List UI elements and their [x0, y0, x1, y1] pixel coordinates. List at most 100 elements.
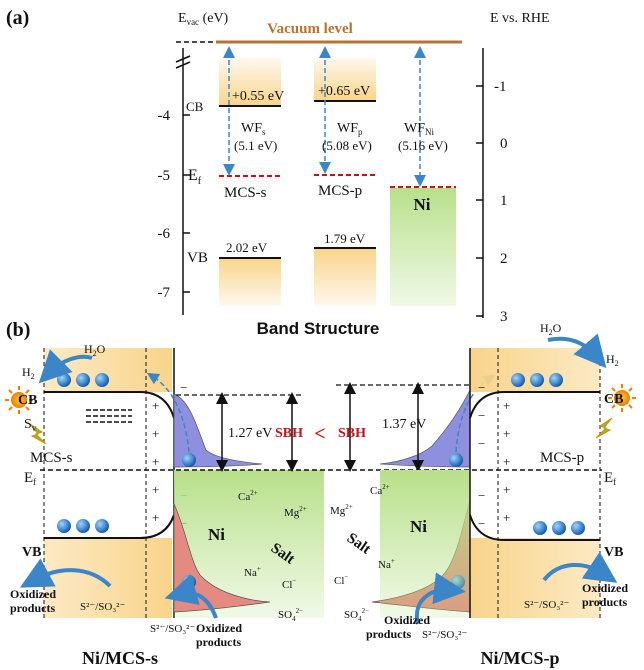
svg-text:+: + [152, 510, 159, 525]
left-composite-title: Ni/MCS-s [82, 648, 158, 668]
left-axis-ticks [183, 114, 190, 293]
salt-label-right: Salt [344, 530, 374, 557]
sv-label: Sv [24, 417, 37, 433]
right-interface-oxidation-arrow [414, 572, 466, 625]
electron [95, 373, 109, 387]
ion-labels: Ca2+ Mg2+ Na+ Cl− SO42− Ca2+ Mg2+ Na+ Cl… [238, 483, 395, 623]
vacuum-level-label: Vacuum level [267, 21, 353, 37]
sbh-less-than: < [314, 423, 325, 445]
svg-text:−: − [478, 380, 485, 395]
right-sacrificial-label: S²⁻/SO₃²⁻ [524, 599, 569, 611]
left-vb-label: VB [22, 545, 41, 560]
left-oxidized-label: Oxidized [10, 587, 56, 601]
ion-cl: Cl− [282, 577, 296, 591]
ion-ca: Ca2+ [370, 483, 390, 497]
mcs-s-offset: +0.55 eV [232, 89, 284, 104]
left-tick-label: -7 [158, 285, 171, 301]
right-water-reduction-arrow [547, 333, 607, 369]
right-interface-sacrificial-label: S²⁻/SO₃²⁻ [422, 629, 467, 641]
left-ef-label: Ef [24, 470, 36, 487]
ni-metal-band [390, 188, 456, 306]
ef-label: Ef [188, 167, 202, 187]
svg-text:+: + [503, 454, 510, 469]
left-axis-title: Evac (eV) [178, 11, 229, 27]
electron [57, 373, 71, 387]
left-h2-label: H2 [22, 365, 35, 381]
left-water-reduction-arrow [38, 349, 93, 384]
left-dos-blue [173, 393, 263, 468]
hole [571, 521, 585, 535]
right-h2o-label: H2O [540, 321, 562, 337]
sun-icon [608, 384, 636, 412]
electron [511, 373, 525, 387]
right-cb-label: CB [604, 392, 623, 407]
ion-mg: Mg2+ [330, 503, 353, 517]
vb-label: VB [187, 250, 208, 266]
ni-name: Ni [414, 195, 431, 214]
svg-text:−: − [478, 516, 485, 531]
svg-text:−: − [478, 408, 485, 423]
axis-break-1 [175, 55, 191, 63]
right-gap-value: 1.37 eV [382, 417, 426, 432]
svg-text:+: + [503, 398, 510, 413]
right-interface-oxidized-label: Oxidized [384, 613, 430, 627]
right-vb-bend [469, 514, 600, 541]
left-cb-bend [44, 391, 175, 419]
right-tick-label: 2 [500, 251, 508, 267]
right-oxidation-arrow [542, 551, 618, 583]
hole [533, 521, 547, 535]
left-oxidized-label: products [10, 601, 55, 615]
right-depletion-charges: −−−−− +++++ [478, 380, 510, 531]
right-tick-label: 0 [500, 136, 508, 152]
panel-b-label: (b) [6, 319, 30, 341]
left-interface-oxidation-arrow [164, 574, 218, 619]
mcs-s-vb-band [219, 258, 281, 306]
left-gap-value: 1.27 eV [228, 426, 272, 441]
right-tick-label: 1 [500, 193, 508, 209]
right-composite-title: Ni/MCS-p [480, 648, 559, 668]
electron [76, 373, 90, 387]
svg-text:+: + [152, 398, 159, 413]
left-h2o-label: H2O [84, 342, 106, 358]
left-sbh-label: SBH [275, 426, 303, 441]
svg-text:−: − [478, 488, 485, 503]
ion-so4: SO42− [344, 607, 369, 623]
lightning-icon [595, 417, 613, 439]
svg-text:+: + [152, 454, 159, 469]
left-interface-sacrificial-label: S²⁻/SO₃²⁻ [150, 623, 195, 635]
left-vb-bend [44, 514, 175, 539]
hole [57, 519, 71, 533]
lightning-icon [29, 423, 47, 445]
right-oxidized-label: Oxidized [582, 581, 628, 595]
band-structure-caption: Band Structure [257, 319, 380, 338]
ni-label-right: Ni [410, 517, 427, 536]
ni-wf-label: WFNi [404, 121, 434, 137]
ion-mg: Mg2+ [284, 505, 307, 519]
electron [182, 575, 196, 589]
mcs-s-wf-value: (5.1 eV) [234, 138, 277, 153]
right-cb-bend [469, 391, 600, 419]
right-dos-blue [379, 389, 471, 468]
cb-label: CB [186, 99, 204, 114]
left-tick-label: -6 [158, 226, 171, 242]
ni-label-left: Ni [208, 525, 225, 544]
left-interface-oxidized-label: products [196, 635, 241, 649]
ni-wf-value: (5.16 eV) [398, 138, 448, 153]
mcs-p-vb-value: 1.79 eV [324, 231, 366, 246]
electron [549, 373, 563, 387]
mcs-s-wf-label: WFs [241, 121, 266, 137]
svg-text:−: − [180, 380, 187, 395]
left-vb-region [44, 538, 172, 618]
right-oxidized-label: products [582, 595, 627, 609]
right-interface-oxidized-label: products [366, 627, 411, 641]
electron [449, 453, 463, 467]
right-tick-label: 3 [500, 309, 508, 325]
right-tick-label: -1 [494, 79, 507, 95]
ion-na: Na+ [244, 565, 261, 579]
right-vb-label: VB [604, 545, 623, 560]
left-sacrificial-label: S²⁻/SO₃²⁻ [80, 601, 125, 613]
mcs-p-offset: +0.65 eV [318, 84, 370, 99]
svg-text:+: + [152, 482, 159, 497]
sun-icon [5, 386, 33, 414]
hole [95, 519, 109, 533]
